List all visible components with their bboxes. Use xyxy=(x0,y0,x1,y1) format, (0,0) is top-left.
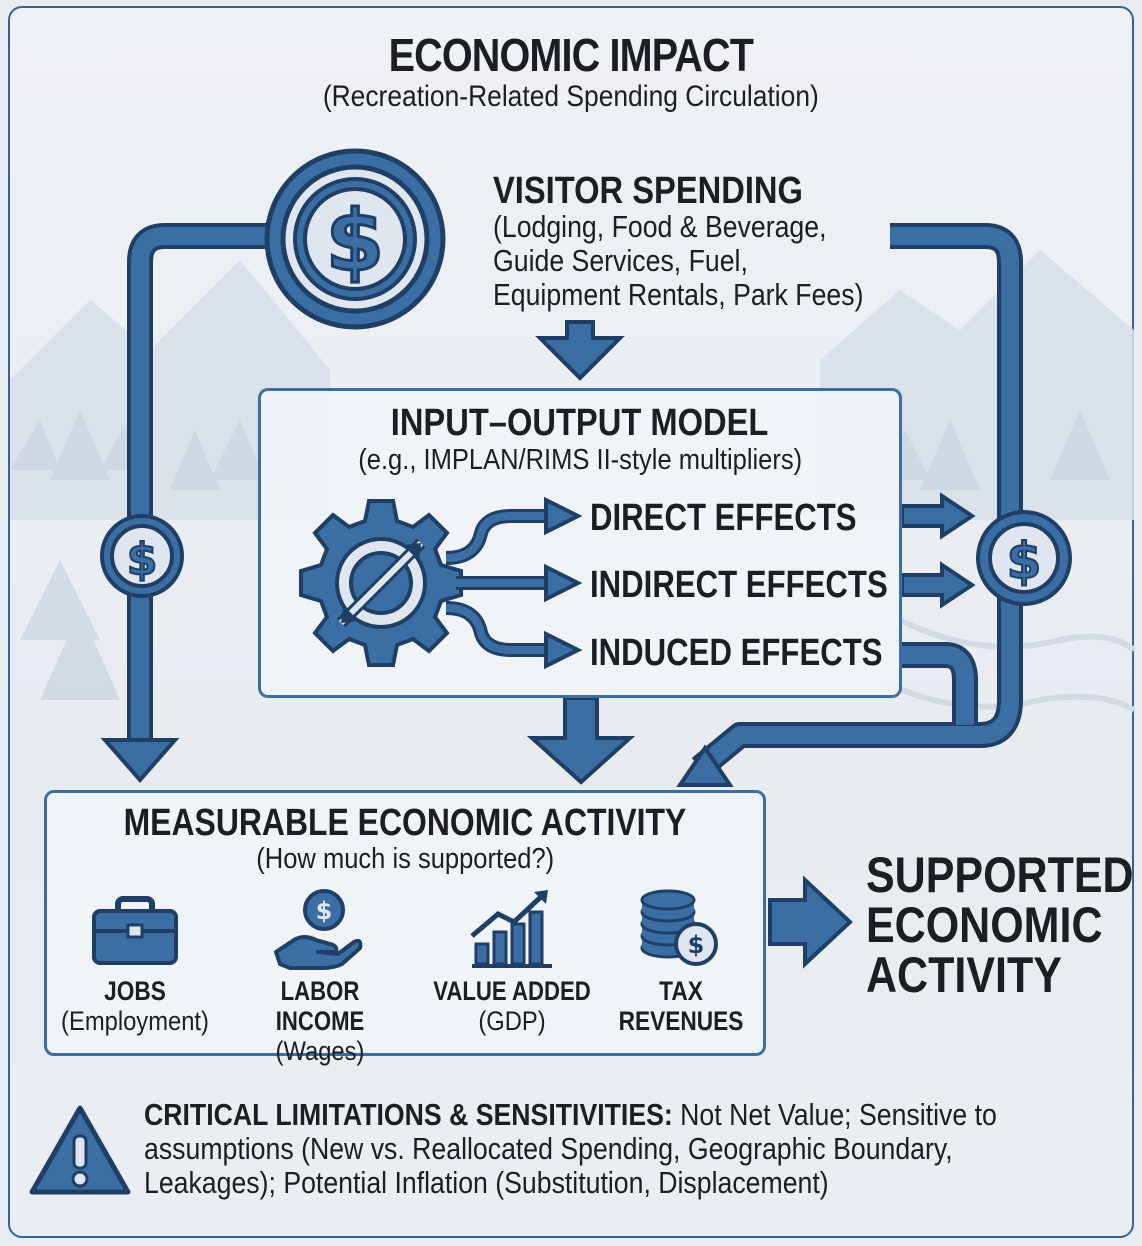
metric-labor-income: LABOR INCOME (Wages) xyxy=(218,976,422,1066)
metric-sublabel: REVENUES xyxy=(618,1006,744,1036)
indirect-effects-label: INDIRECT EFFECTS xyxy=(590,564,888,606)
limitations-line: Leakages); Potential Inflation (Substitu… xyxy=(144,1165,829,1200)
visitor-spending-line: (Lodging, Food & Beverage, xyxy=(493,209,827,244)
metric-label: VALUE ADDED xyxy=(433,976,591,1006)
visitor-spending-line: Equipment Rentals, Park Fees) xyxy=(493,277,864,312)
metric-sublabel: (Wages) xyxy=(275,1036,365,1066)
visitor-spending-title: VISITOR SPENDING xyxy=(493,170,803,212)
right-dollar-coin-icon: $ xyxy=(976,510,1072,606)
coin-stack-icon: $ xyxy=(640,889,718,966)
dollar-coin-icon: $ xyxy=(264,148,446,330)
visitor-spending-line: Guide Services, Fuel, xyxy=(493,243,748,278)
left-down-arrowhead xyxy=(100,738,180,784)
svg-text:$: $ xyxy=(1007,532,1042,590)
hand-coin-icon: $ xyxy=(274,889,363,970)
limitations-line1: Not Net Value; Sensitive to xyxy=(672,1097,997,1132)
limitations-text: CRITICAL LIMITATIONS & SENSITIVITIES: No… xyxy=(144,1098,1136,1200)
down-arrow-to-model xyxy=(535,320,625,381)
metric-tax-revenues: TAX REVENUES xyxy=(600,976,762,1036)
model-subtitle: (e.g., IMPLAN/RIMS II-style multipliers) xyxy=(358,444,802,476)
visitor-spending-details: (Lodging, Food & Beverage, Guide Service… xyxy=(493,210,924,312)
page-title: ECONOMIC IMPACT xyxy=(388,29,754,81)
result-line: ECONOMIC xyxy=(866,897,1103,953)
down-arrow-to-activity xyxy=(526,696,636,785)
metric-sublabel: (Employment) xyxy=(61,1006,209,1036)
result-line: ACTIVITY xyxy=(866,947,1062,1003)
limitations-line: CRITICAL LIMITATIONS & SENSITIVITIES: No… xyxy=(144,1098,997,1132)
limitations-heading: CRITICAL LIMITATIONS & SENSITIVITIES: xyxy=(144,1097,673,1132)
direct-effects-label: DIRECT EFFECTS xyxy=(590,497,857,539)
metric-label: LABOR INCOME xyxy=(275,976,365,1036)
metric-sublabel: (GDP) xyxy=(478,1006,546,1036)
warning-icon xyxy=(29,1105,131,1195)
supported-activity-label: SUPPORTED ECONOMIC ACTIVITY xyxy=(866,850,1142,1000)
svg-text:$: $ xyxy=(688,931,705,959)
growth-chart-icon xyxy=(470,890,552,968)
page-subtitle: (Recreation-Related Spending Circulation… xyxy=(322,80,819,113)
svg-text:$: $ xyxy=(326,192,384,290)
metric-jobs: JOBS (Employment) xyxy=(40,976,230,1036)
svg-text:$: $ xyxy=(316,897,333,925)
metric-label: TAX xyxy=(659,976,703,1006)
activity-title: MEASURABLE ECONOMIC ACTIVITY xyxy=(123,802,687,844)
activity-subtitle: (How much is supported?) xyxy=(256,843,554,875)
metric-label: JOBS xyxy=(104,976,166,1006)
gear-icon xyxy=(299,496,583,670)
model-title: INPUT–OUTPUT MODEL xyxy=(391,402,769,444)
result-line: SUPPORTED xyxy=(866,847,1134,903)
briefcase-icon xyxy=(92,896,178,965)
limitations-line: assumptions (New vs. Reallocated Spendin… xyxy=(144,1131,953,1166)
left-dollar-coin-icon: $ xyxy=(100,514,184,598)
svg-text:$: $ xyxy=(127,534,158,585)
metric-value-added: VALUE ADDED (GDP) xyxy=(412,976,612,1036)
result-arrow xyxy=(768,875,853,969)
induced-effects-label: INDUCED EFFECTS xyxy=(590,632,883,674)
